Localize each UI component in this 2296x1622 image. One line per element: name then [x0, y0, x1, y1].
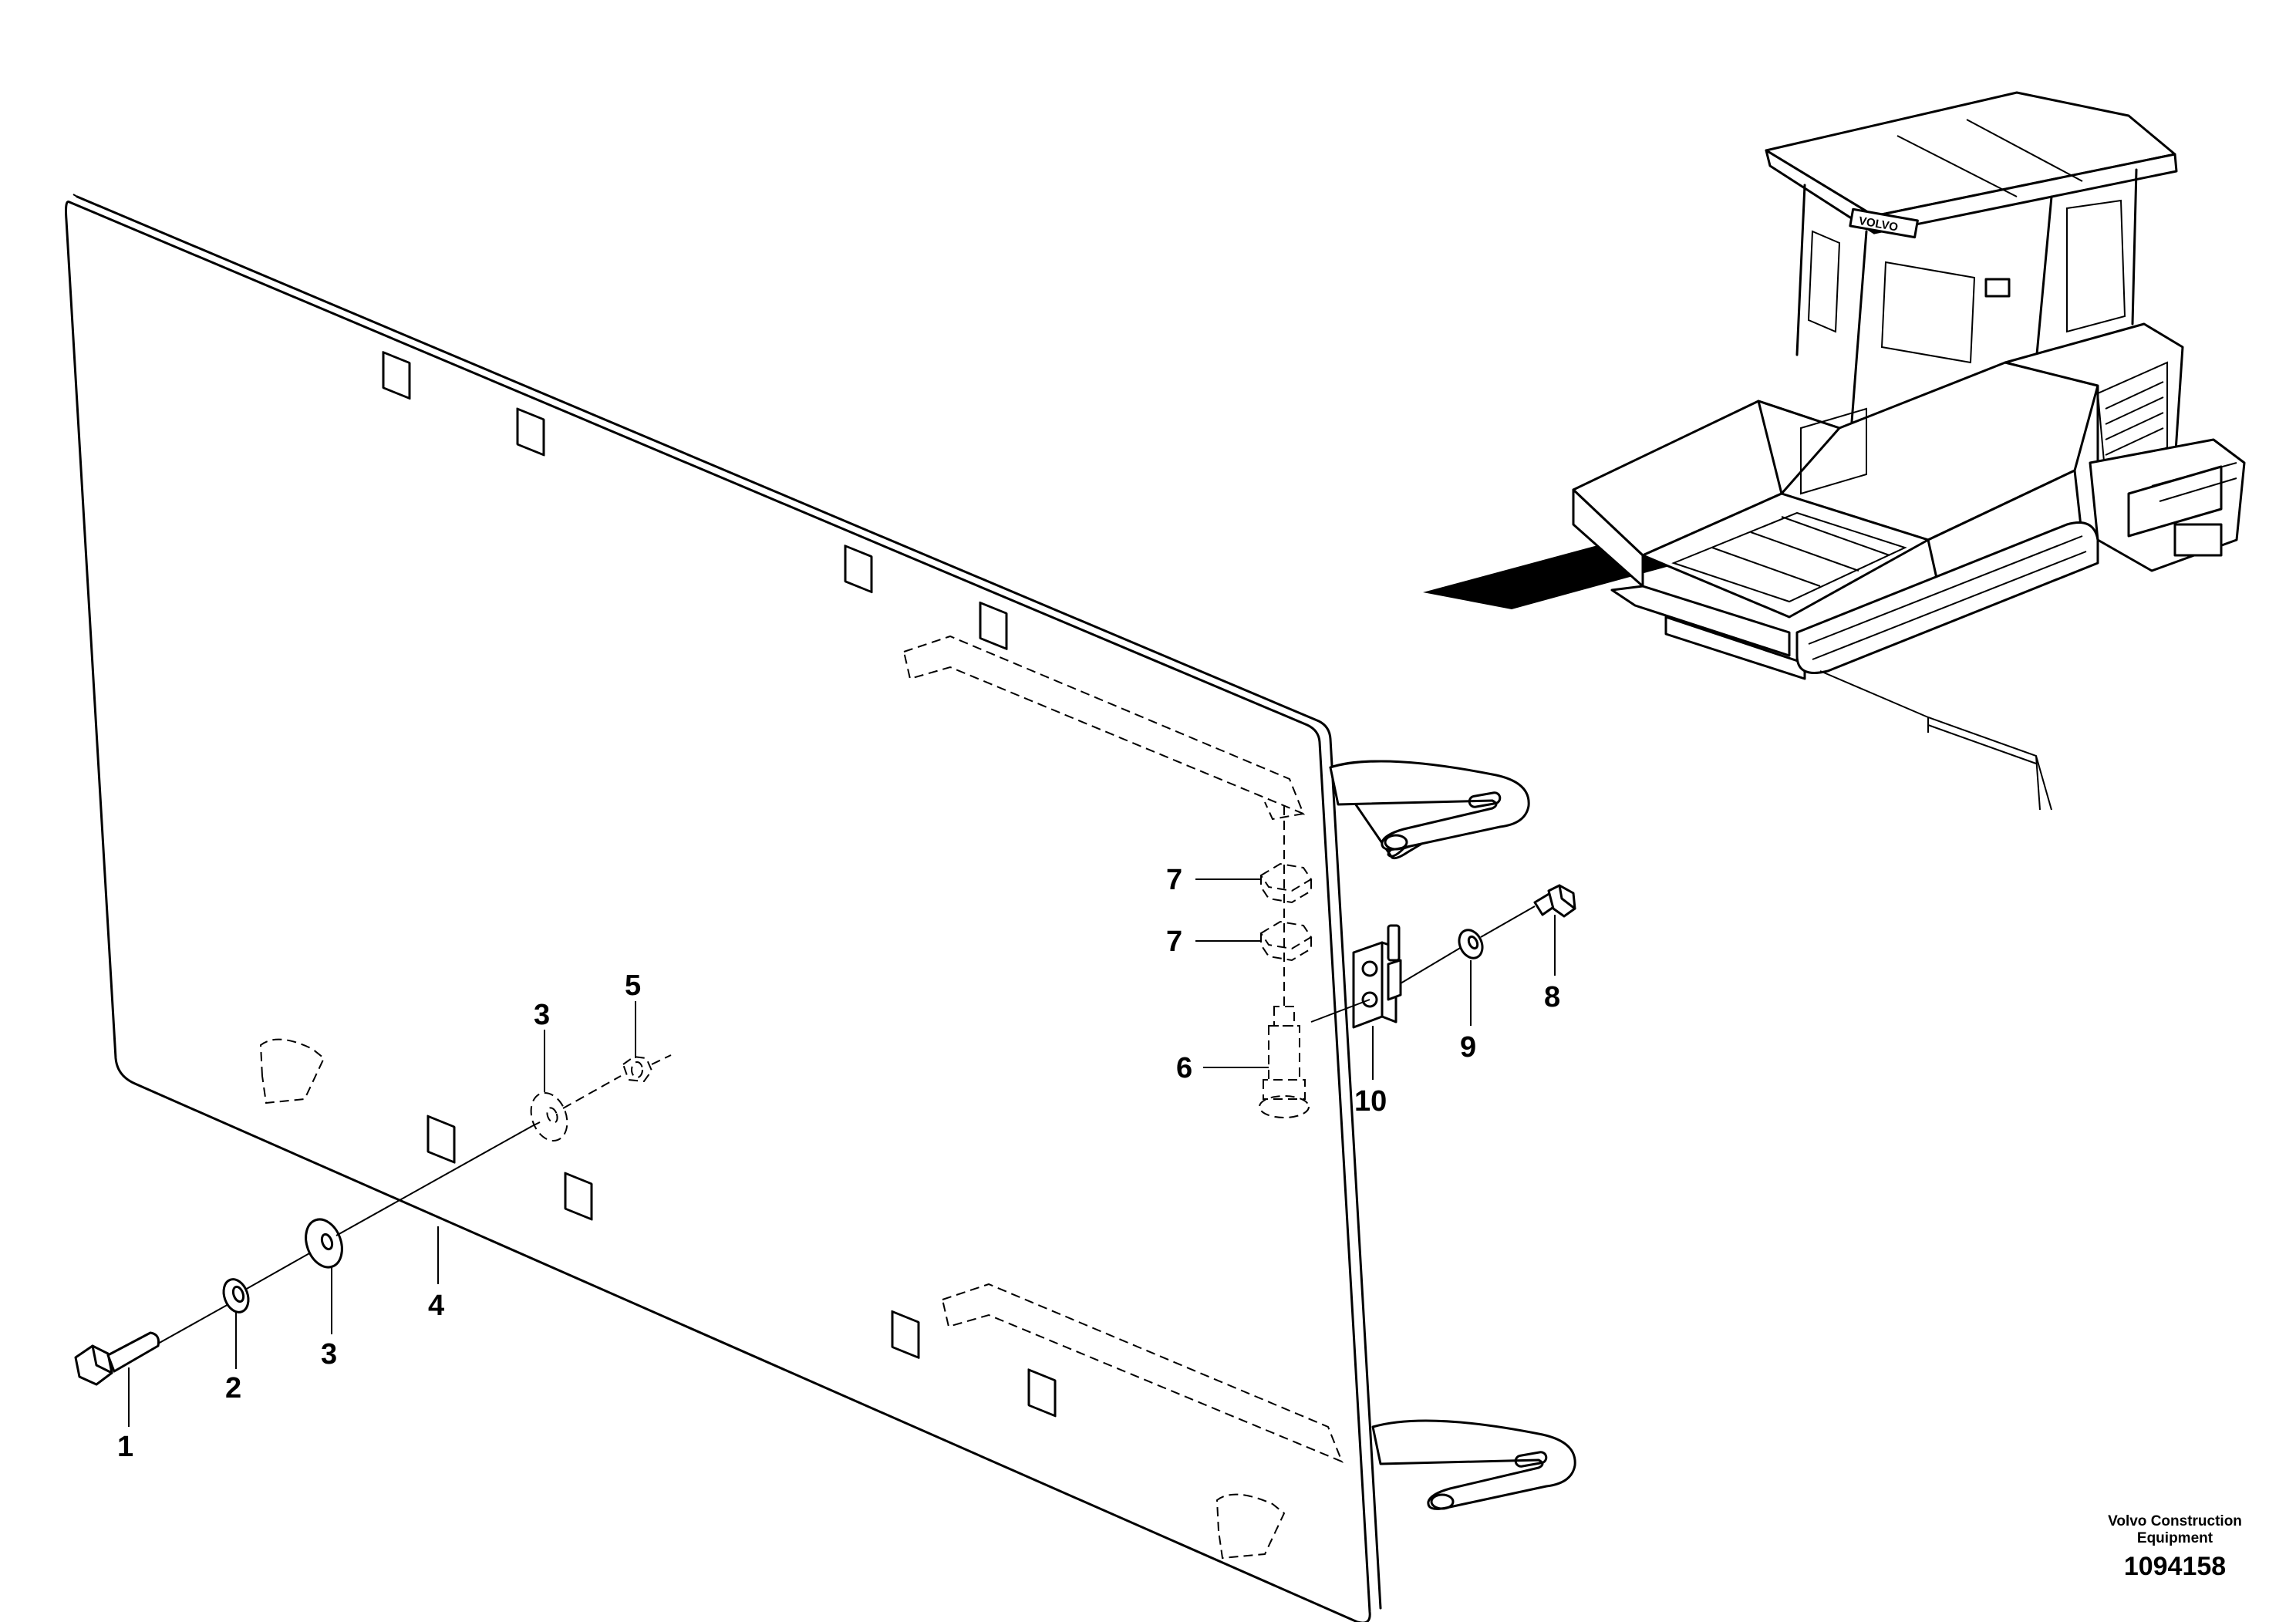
nut-plate	[622, 1054, 672, 1083]
callout-9: 9	[1460, 1031, 1476, 1064]
plate-slots	[382, 351, 1057, 1418]
slot	[382, 351, 411, 400]
slot	[426, 1114, 456, 1164]
company-name-line1: Volvo Construction	[2108, 1513, 2242, 1529]
slot	[979, 601, 1008, 650]
footer: Volvo Construction Equipment 1094158	[2075, 1513, 2275, 1582]
company-name-line2: Equipment	[2136, 1530, 2213, 1546]
slot	[1027, 1368, 1057, 1418]
callout-leaders	[128, 878, 1556, 1427]
paver-machine: VOLVO	[1572, 91, 2246, 811]
hidden-features	[259, 635, 1344, 1560]
flat-washer-inner	[530, 1075, 622, 1141]
callout-5: 5	[625, 969, 641, 1002]
document-number: 1094158	[2123, 1552, 2227, 1581]
washer-hinge	[1458, 929, 1484, 959]
callout-1: 1	[117, 1431, 133, 1463]
callout-3-lower: 3	[321, 1338, 337, 1371]
hinge-nut-upper	[1259, 862, 1313, 904]
upper-hinge-bracket	[1329, 760, 1530, 860]
hinge-bracket	[1310, 924, 1402, 1029]
callout-7-lower: 7	[1166, 926, 1182, 958]
bolt-plate	[74, 1303, 231, 1386]
callout-3-upper: 3	[534, 999, 550, 1031]
slot	[516, 407, 545, 457]
slot	[844, 545, 873, 594]
flat-washer-outer	[305, 1125, 533, 1269]
lower-hinge-bracket	[1371, 1419, 1576, 1510]
callout-7-upper: 7	[1166, 864, 1182, 896]
callout-10: 10	[1354, 1085, 1387, 1118]
callout-6: 6	[1176, 1052, 1192, 1084]
lock-washer	[222, 1249, 317, 1313]
callout-2: 2	[225, 1372, 241, 1404]
hinge-nut-lower	[1259, 920, 1313, 962]
slot	[564, 1172, 593, 1221]
side-plate	[65, 194, 1382, 1622]
hinge-pin	[1259, 806, 1310, 1118]
callout-8: 8	[1544, 981, 1560, 1013]
slot	[891, 1310, 920, 1359]
bolt-hinge	[1400, 884, 1576, 984]
callout-4: 4	[428, 1290, 444, 1322]
